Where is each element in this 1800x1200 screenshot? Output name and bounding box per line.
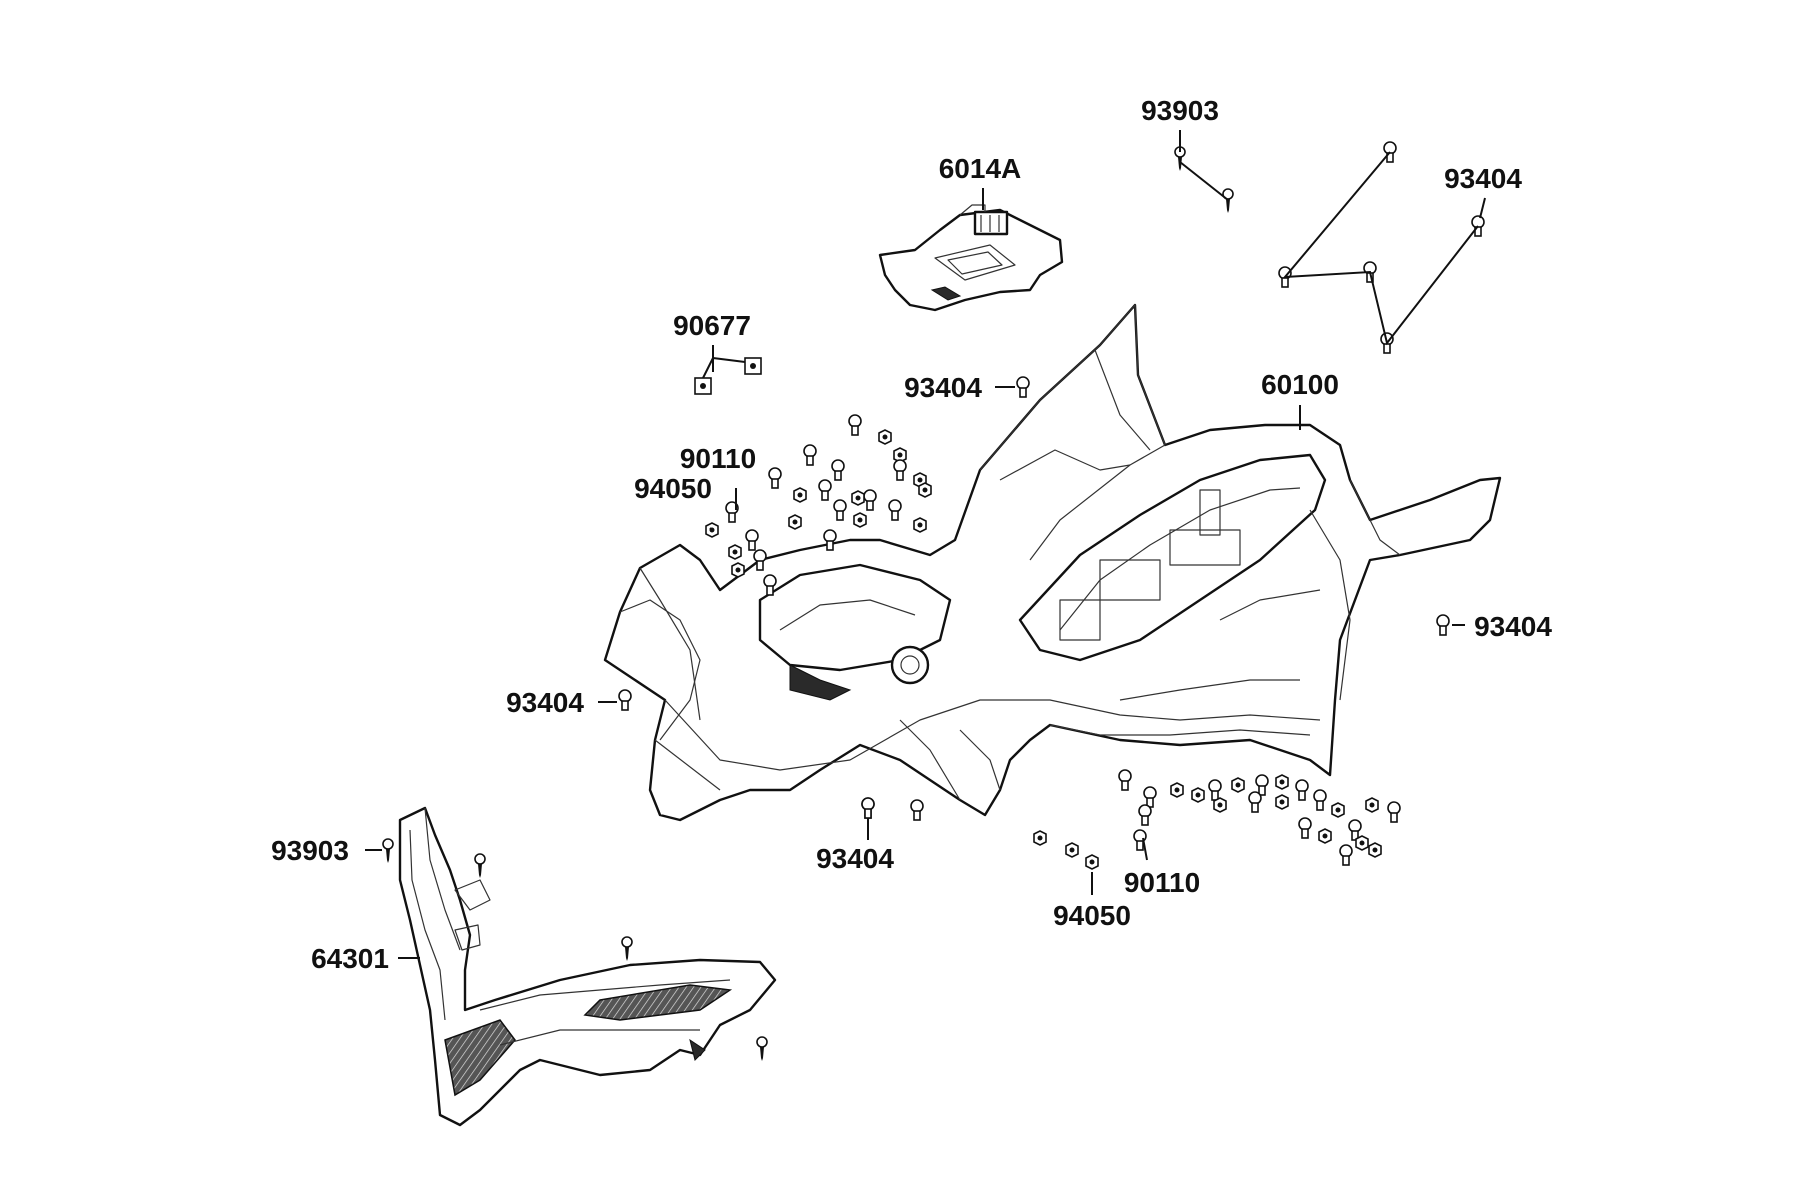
part-labels: 93903 6014A 93404 90677 93404 60100 9011… [271, 95, 1552, 974]
label-90110-bottom: 90110 [1124, 867, 1200, 898]
label-90110-left: 90110 [680, 443, 756, 474]
label-94050-left: 94050 [634, 473, 712, 504]
label-93404-upper-mid: 93404 [904, 372, 982, 403]
screws-93903 [382, 146, 1234, 1062]
label-93404-right: 93404 [1474, 611, 1552, 642]
leader-lines [365, 130, 1486, 959]
storage-tray-6014A [878, 204, 1064, 312]
label-93404-top-right: 93404 [1444, 163, 1522, 194]
label-60100: 60100 [1261, 369, 1339, 400]
label-94050-bottom: 94050 [1053, 900, 1131, 931]
front-fender-guard-64301 [398, 806, 777, 1127]
fastener-cluster-top-right [1278, 141, 1485, 354]
label-90677: 90677 [673, 310, 751, 341]
label-6014A: 6014A [939, 153, 1022, 184]
label-64301: 64301 [311, 943, 389, 974]
label-93903-bottom-left: 93903 [271, 835, 349, 866]
fastener-cluster-lower-right [1118, 769, 1401, 866]
label-93404-left: 93404 [506, 687, 584, 718]
label-93903-top: 93903 [1141, 95, 1219, 126]
front-body-fender-60100 [603, 303, 1502, 822]
label-93404-bottom-mid: 93404 [816, 843, 894, 874]
